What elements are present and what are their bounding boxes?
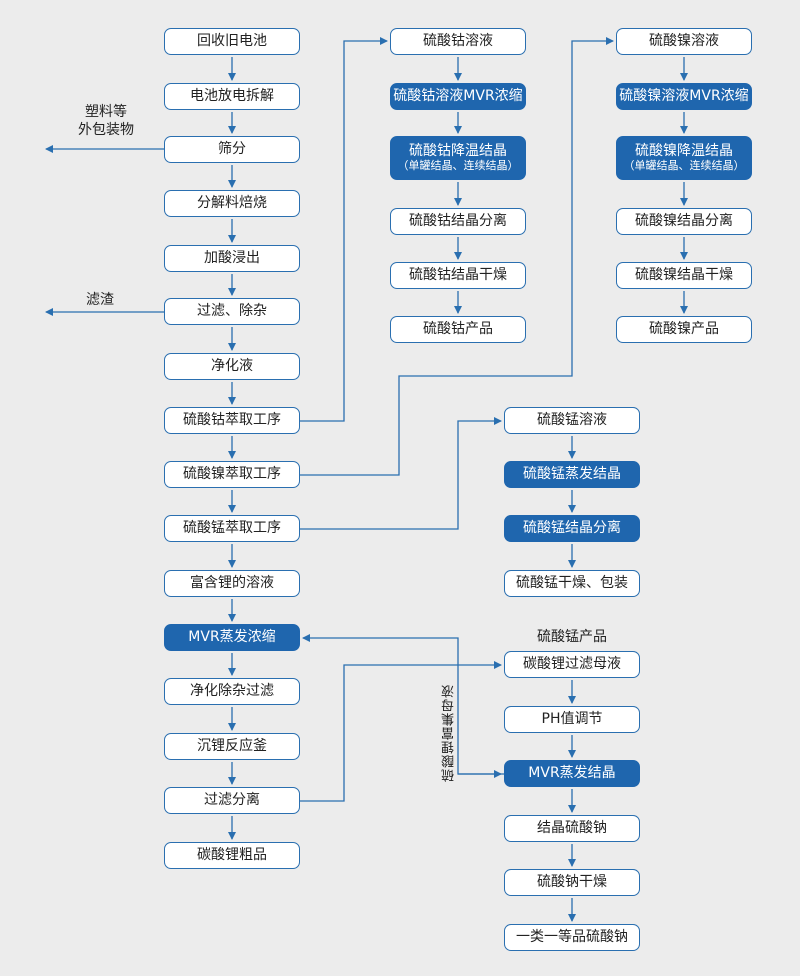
node-nickel-cooling-sub: （单罐结晶、连续结晶） bbox=[623, 159, 745, 173]
node-cobalt-crystal-dry: 硫酸钴结晶干燥 bbox=[390, 262, 526, 289]
node-cobalt-crystal-sep: 硫酸钴结晶分离 bbox=[390, 208, 526, 235]
route-filter-to-mother-liquor bbox=[300, 661, 502, 802]
node-lithium-reactor: 沉锂反应釜 bbox=[164, 733, 300, 760]
node-purify-filter: 净化除杂过滤 bbox=[164, 678, 300, 705]
node-nickel-product: 硫酸镍产品 bbox=[616, 316, 752, 343]
route-cobalt-extraction bbox=[300, 37, 388, 422]
node-acid-leaching: 加酸浸出 bbox=[164, 245, 300, 272]
node-lithium-carbonate-crude: 碳酸锂粗品 bbox=[164, 842, 300, 869]
node-cobalt-solution: 硫酸钴溶液 bbox=[390, 28, 526, 55]
node-lithium-solution: 富含锂的溶液 bbox=[164, 570, 300, 597]
node-decomposition-roasting: 分解料焙烧 bbox=[164, 190, 300, 217]
route-lithium-mother-liquor-return bbox=[302, 634, 504, 775]
node-manganese-dry-pack: 硫酸锰干燥、包装 bbox=[504, 570, 640, 597]
node-sodium-sulfate-crystal: 结晶硫酸钠 bbox=[504, 815, 640, 842]
label-lithium-mother-liquor: 硫酸锂富集母液 bbox=[442, 684, 457, 782]
node-nickel-mvr: 硫酸镍溶液MVR浓缩 bbox=[616, 83, 752, 110]
label-plastics-line2: 外包装物 bbox=[78, 121, 134, 138]
label-filter-residue: 滤渣 bbox=[86, 292, 114, 308]
node-cobalt-extraction: 硫酸钴萃取工序 bbox=[164, 407, 300, 434]
node-manganese-crystal-sep: 硫酸锰结晶分离 bbox=[504, 515, 640, 542]
node-recycle-batteries: 回收旧电池 bbox=[164, 28, 300, 55]
route-manganese-extraction bbox=[300, 417, 502, 530]
node-nickel-solution: 硫酸镍溶液 bbox=[616, 28, 752, 55]
node-nickel-extraction: 硫酸镍萃取工序 bbox=[164, 461, 300, 488]
node-mother-liquor: 碳酸锂过滤母液 bbox=[504, 651, 640, 678]
node-sodium-sulfate-product: 一类一等品硫酸钠 bbox=[504, 924, 640, 951]
node-filter-impurity: 过滤、除杂 bbox=[164, 298, 300, 325]
node-mvr-concentration: MVR蒸发浓缩 bbox=[164, 624, 300, 651]
node-sodium-sulfate-dry: 硫酸钠干燥 bbox=[504, 869, 640, 896]
node-purified-liquid: 净化液 bbox=[164, 353, 300, 380]
node-manganese-solution: 硫酸锰溶液 bbox=[504, 407, 640, 434]
node-nickel-cooling: 硫酸镍降温结晶（单罐结晶、连续结晶） bbox=[616, 136, 752, 180]
node-screening: 筛分 bbox=[164, 136, 300, 163]
node-nickel-crystal-sep: 硫酸镍结晶分离 bbox=[616, 208, 752, 235]
node-nickel-crystal-dry: 硫酸镍结晶干燥 bbox=[616, 262, 752, 289]
node-manganese-extraction: 硫酸锰萃取工序 bbox=[164, 515, 300, 542]
route-nickel-extraction bbox=[300, 37, 614, 476]
label-plastics-packaging: 塑料等 外包装物 bbox=[68, 104, 144, 139]
node-cobalt-cooling: 硫酸钴降温结晶（单罐结晶、连续结晶） bbox=[390, 136, 526, 180]
node-manganese-evap: 硫酸锰蒸发结晶 bbox=[504, 461, 640, 488]
node-cobalt-cooling-sub: （单罐结晶、连续结晶） bbox=[397, 159, 519, 173]
node-cobalt-mvr: 硫酸钴溶液MVR浓缩 bbox=[390, 83, 526, 110]
node-discharge-dismantle: 电池放电拆解 bbox=[164, 83, 300, 110]
node-manganese-product: 硫酸锰产品 bbox=[537, 629, 607, 645]
node-filter-separation: 过滤分离 bbox=[164, 787, 300, 814]
node-cobalt-product: 硫酸钴产品 bbox=[390, 316, 526, 343]
node-mvr-crystal: MVR蒸发结晶 bbox=[504, 760, 640, 787]
label-plastics-line1: 塑料等 bbox=[85, 104, 127, 120]
node-ph-adjust: PH值调节 bbox=[504, 706, 640, 733]
